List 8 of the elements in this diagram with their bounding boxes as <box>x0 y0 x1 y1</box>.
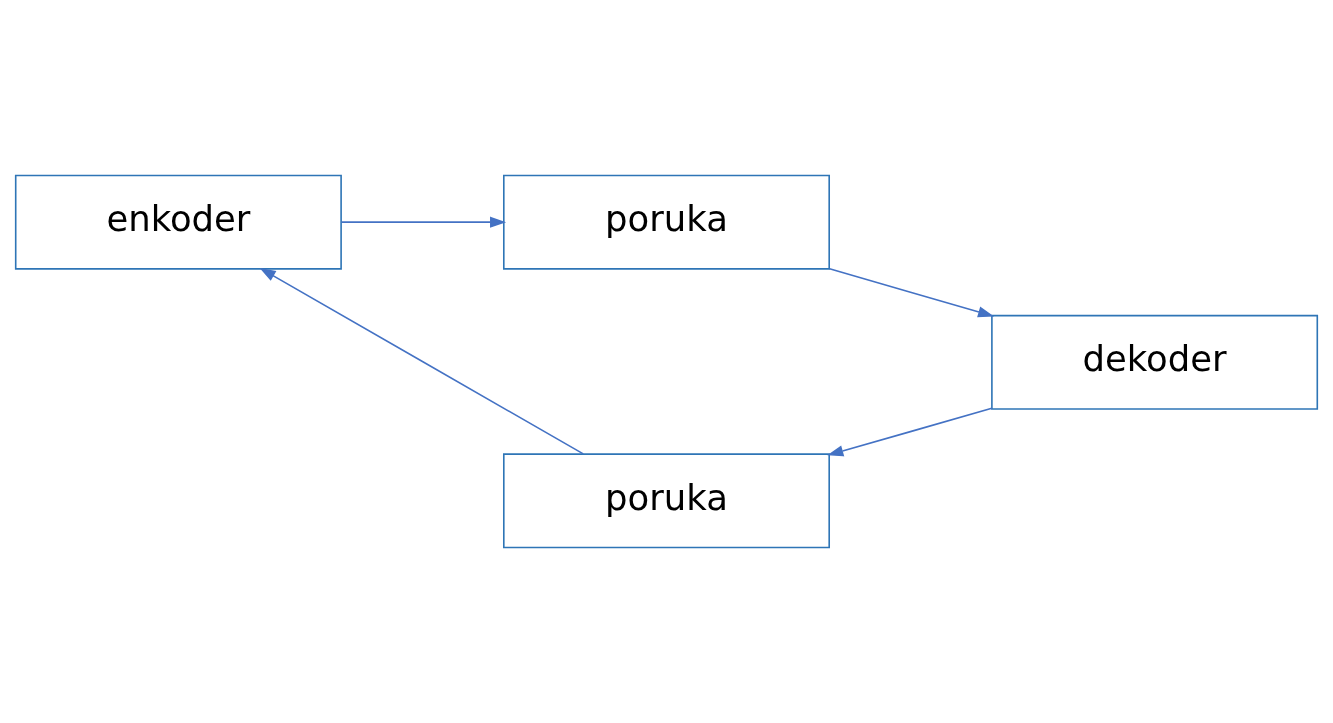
node-box: enkoder <box>14 174 342 270</box>
node-box: poruka <box>503 174 830 270</box>
node-box: dekoder <box>991 314 1319 410</box>
node-box: poruka <box>503 453 830 549</box>
arrow <box>827 407 993 457</box>
arrow <box>828 268 995 318</box>
arrow <box>259 267 585 455</box>
arrow <box>340 216 507 228</box>
